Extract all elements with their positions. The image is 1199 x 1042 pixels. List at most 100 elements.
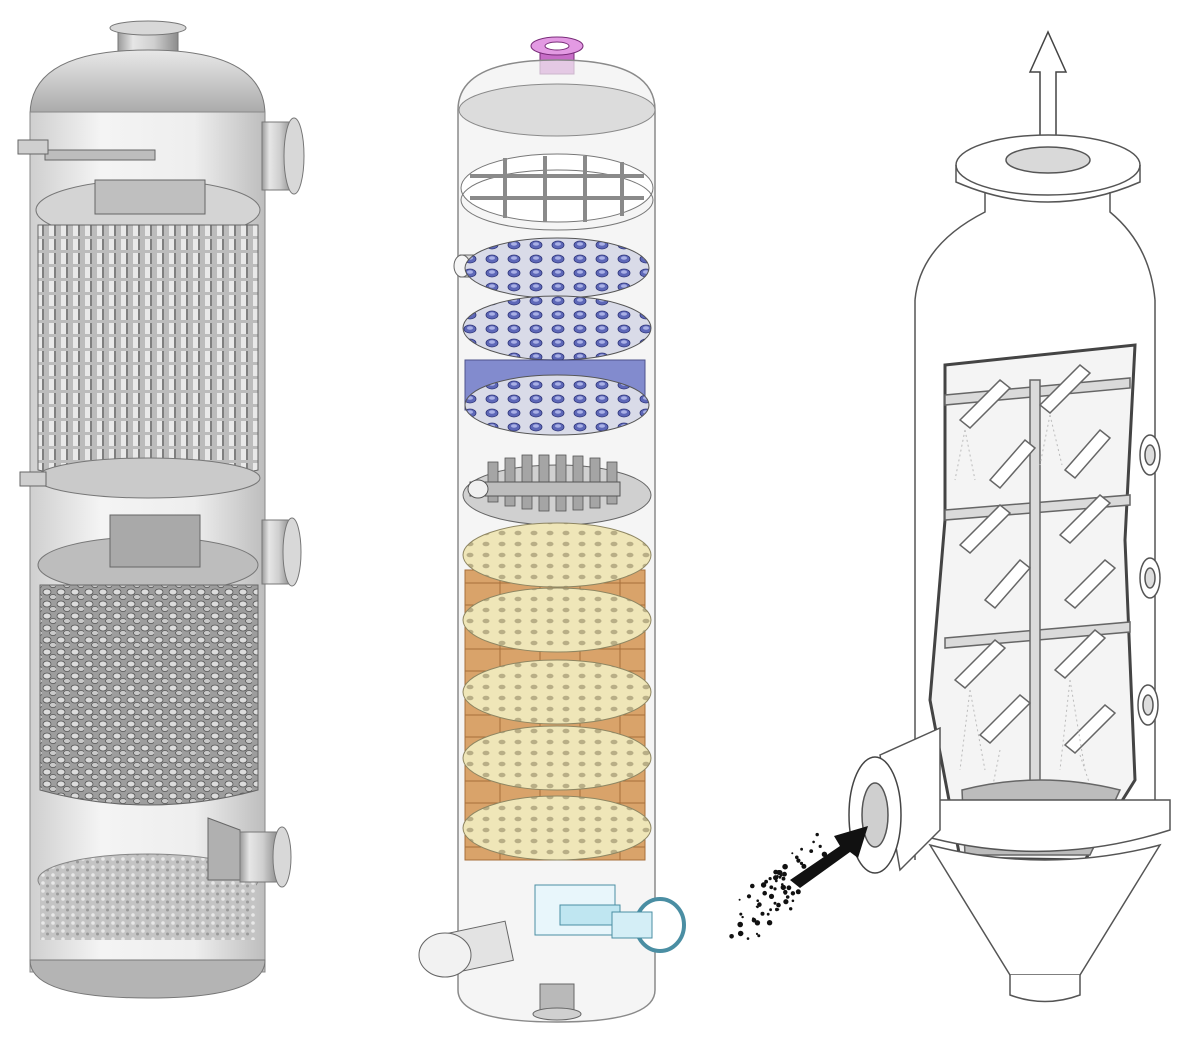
- dust-particle: [757, 902, 762, 907]
- dust-particles: [729, 832, 828, 940]
- lower-packing: [39, 584, 259, 806]
- dust-particle: [821, 851, 828, 857]
- support-plate: [35, 457, 261, 499]
- top-dome: [29, 49, 266, 116]
- dust-particle: [782, 863, 788, 870]
- right-shoulder: [1109, 192, 1156, 301]
- bottom-bed-fill: [40, 880, 256, 940]
- dust-particle: [777, 870, 783, 876]
- upper-feed-pipe: [44, 149, 156, 161]
- spray-scrubber: [848, 30, 1171, 1003]
- bottom-cone: [928, 843, 1162, 976]
- sieve-tray-5: [462, 795, 652, 861]
- dust-particle: [776, 875, 779, 878]
- dust-particle: [796, 858, 801, 863]
- dust-particle: [812, 840, 815, 844]
- dust-particle: [764, 879, 768, 884]
- dust-particle: [781, 883, 784, 886]
- dust-particle: [776, 908, 780, 911]
- dust-particle: [766, 920, 773, 926]
- dust-particle: [795, 889, 801, 895]
- bottom-ring: [914, 799, 1171, 853]
- dust-particle: [800, 847, 803, 851]
- dust-particle: [762, 890, 767, 896]
- dust-particle: [776, 902, 781, 908]
- sieve-tray-section: [462, 522, 652, 861]
- upper-feed-inlet: [17, 139, 49, 155]
- dust-particle: [746, 894, 752, 899]
- dust-particle: [739, 931, 744, 936]
- dust-particle: [795, 855, 799, 860]
- dust-particle: [768, 893, 775, 900]
- sieve-tray-4: [462, 725, 652, 791]
- outlet-flange: [955, 134, 1141, 203]
- dust-particle: [755, 932, 759, 936]
- tray-column: [418, 36, 686, 1023]
- dust-particle: [783, 891, 788, 895]
- dust-particle: [768, 877, 772, 881]
- spray-cones: [954, 414, 1096, 801]
- sieve-tray-2: [462, 587, 652, 653]
- up-arrow-icon: [1028, 30, 1068, 151]
- dust-particle: [773, 901, 777, 905]
- side-nozzle-top: [261, 117, 305, 195]
- dust-particle: [780, 884, 786, 891]
- dust-particle: [781, 876, 786, 881]
- upper-packing: [37, 224, 259, 483]
- dust-particle: [729, 934, 734, 939]
- dust-particle: [741, 915, 744, 919]
- dust-particle: [754, 920, 761, 926]
- cone-outlet: [1009, 975, 1081, 1003]
- dust-particle: [778, 875, 782, 879]
- dust-particle: [773, 887, 777, 891]
- dust-particle: [755, 905, 758, 908]
- side-nozzle-bottom: [207, 817, 292, 888]
- side-ports: [1137, 434, 1161, 726]
- dust-particle: [790, 891, 796, 896]
- dust-particle: [774, 879, 778, 883]
- dust-particle: [737, 921, 743, 928]
- tray-distributor: [462, 454, 652, 526]
- dust-particle: [789, 907, 793, 911]
- packed-column: [17, 20, 305, 999]
- dust-particle: [739, 912, 743, 916]
- lower-distributor-box: [109, 514, 201, 568]
- dust-particle: [738, 898, 741, 901]
- dust-particle: [809, 849, 814, 853]
- demister-grid: [460, 153, 654, 231]
- dust-particle: [766, 912, 770, 916]
- dust-particle: [757, 934, 761, 938]
- dust-particle: [786, 885, 792, 891]
- bottom-inlet-distributor: [534, 884, 686, 953]
- bottom-nozzle-flange: [532, 1007, 582, 1021]
- dust-particle: [760, 882, 767, 888]
- gas-inlet-duct: [848, 726, 941, 874]
- dust-particle: [750, 883, 755, 889]
- dust-particle: [818, 844, 822, 849]
- dust-particle: [783, 899, 789, 905]
- sieve-tray-1: [462, 522, 652, 588]
- bubble-cap-tray-1: [464, 237, 650, 299]
- right-arrow-icon: [790, 826, 868, 888]
- dust-particle: [773, 869, 779, 875]
- dust-particle: [815, 832, 819, 837]
- dust-particle: [769, 885, 774, 890]
- spray-nozzle-pipes: [953, 363, 1117, 755]
- top-flange: [109, 20, 187, 36]
- dust-particle: [746, 937, 750, 940]
- dust-particle: [791, 899, 795, 903]
- dust-particle: [799, 861, 804, 866]
- bottom-dome: [29, 959, 266, 999]
- tray-top-head: [458, 83, 656, 137]
- manway-cover: [418, 920, 514, 978]
- dust-particle: [769, 908, 772, 912]
- dust-particle: [801, 863, 807, 869]
- left-shoulder: [914, 192, 986, 301]
- upper-distributor-trough: [94, 179, 206, 215]
- mid-side-inlet: [19, 471, 47, 487]
- side-nozzle-middle: [261, 517, 302, 587]
- sieve-tray-3: [462, 659, 652, 725]
- bubble-cap-tray-3: [464, 374, 650, 436]
- dust-particle: [785, 895, 790, 899]
